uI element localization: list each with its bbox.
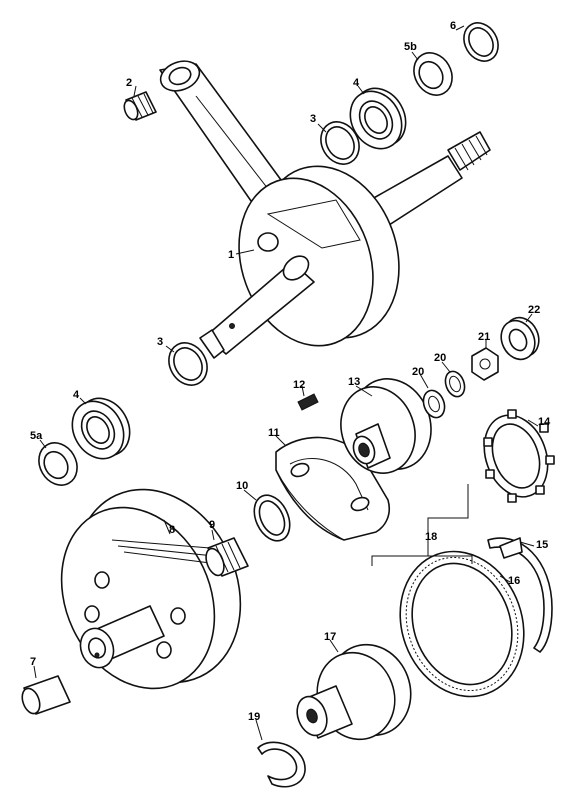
spring-clip	[487, 537, 553, 653]
pinion-17	[296, 643, 412, 741]
lock-plate	[483, 409, 555, 503]
label-17: 17	[324, 631, 336, 643]
washer-10	[253, 494, 291, 542]
washer-20b	[444, 370, 466, 398]
label-21: 21	[478, 331, 490, 343]
label-7: 7	[30, 656, 36, 668]
starter-ring	[399, 550, 525, 698]
clutch-hub	[340, 378, 432, 474]
shim-upper	[320, 121, 360, 165]
label-16: 16	[508, 575, 520, 587]
oil-seal-a	[38, 442, 78, 486]
oil-seal-b	[413, 52, 453, 96]
label-4-lower: 4	[73, 389, 80, 401]
label-18: 18	[425, 531, 437, 543]
label-15: 15	[536, 539, 548, 551]
small-end-bearing	[123, 91, 157, 121]
pin-12	[297, 393, 319, 411]
label-2: 2	[126, 77, 132, 89]
label-9: 9	[209, 519, 215, 531]
label-3-lower: 3	[157, 336, 163, 348]
washer-6	[463, 22, 499, 62]
nut-21	[471, 347, 499, 381]
bearing-22	[500, 316, 540, 361]
label-6: 6	[450, 20, 456, 32]
label-14: 14	[538, 416, 551, 428]
label-5a: 5a	[30, 430, 43, 442]
clutch-bell	[60, 488, 242, 690]
ball-bearing-lower	[71, 397, 131, 460]
bushing-7	[21, 675, 71, 715]
label-20b: 20	[434, 352, 446, 364]
needle-bearing-9	[205, 537, 249, 577]
label-3-upper: 3	[310, 113, 316, 125]
label-8: 8	[169, 524, 175, 536]
leader-lines	[33, 25, 539, 741]
crankshaft	[159, 60, 491, 359]
label-5b: 5b	[404, 41, 417, 53]
label-11: 11	[268, 427, 280, 439]
washer-20a	[422, 389, 446, 419]
label-12: 12	[293, 379, 305, 391]
label-4-upper: 4	[353, 77, 360, 89]
label-20a: 20	[412, 366, 424, 378]
label-13: 13	[348, 376, 360, 388]
label-1: 1	[228, 249, 234, 261]
ball-bearing-upper	[349, 87, 407, 150]
assembly-18-bracket	[371, 484, 473, 566]
circlip-19	[257, 741, 306, 788]
label-19: 19	[248, 711, 260, 723]
part-labels: 1 2 3 3 4 4 5a 5b 6 7 8 9 10 11 12 13 14…	[30, 20, 551, 723]
label-22: 22	[528, 304, 540, 316]
shim-lower	[168, 342, 208, 386]
label-10: 10	[236, 480, 248, 492]
